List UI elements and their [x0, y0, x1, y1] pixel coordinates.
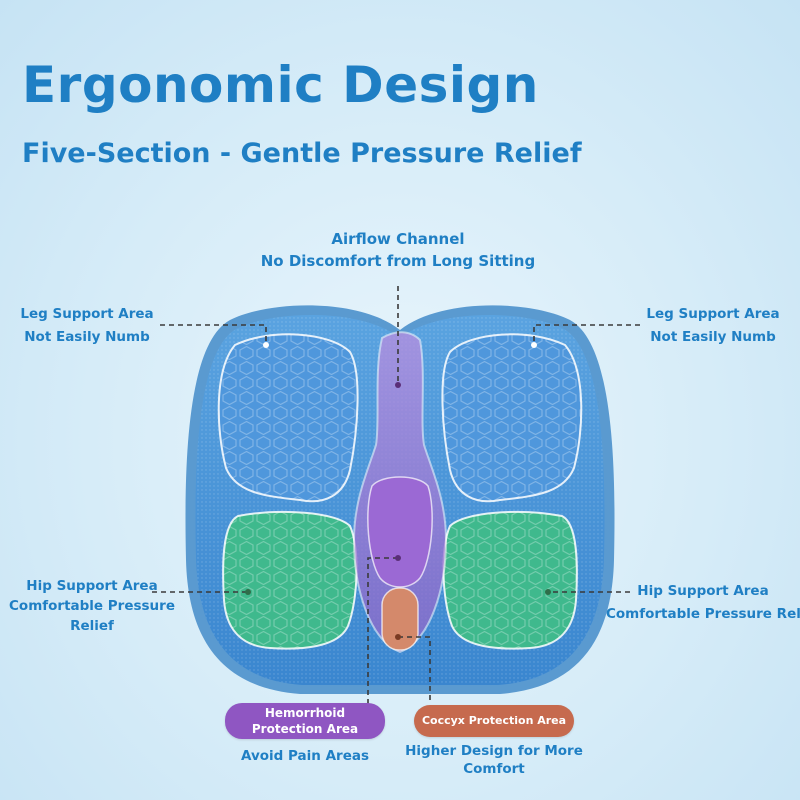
hemorrhoid-protection-badge: Hemorrhoid Protection Area: [225, 703, 385, 739]
leg-support-left-description: Not Easily Numb: [24, 329, 150, 345]
hip-support-left-title: Hip Support Area: [26, 578, 158, 594]
leader-lines: [152, 286, 640, 704]
leg-support-left-callout: Leg Support Area Not Easily Numb: [12, 303, 162, 349]
leg-support-zone-left: [217, 333, 359, 503]
coccyx-description: Higher Design for More Comfort: [405, 743, 583, 777]
leader-dots: [245, 342, 551, 640]
leg-support-left-title: Leg Support Area: [20, 306, 154, 322]
airflow-title: Airflow Channel: [331, 230, 465, 248]
hemorrhoid-leader: [367, 557, 398, 704]
hip-support-right-title: Hip Support Area: [637, 583, 769, 599]
airflow-callout: Airflow Channel No Discomfort from Long …: [250, 228, 546, 272]
coccyx-protection-zone: [381, 587, 419, 651]
hip-support-left-description: Comfortable Pressure Relief: [9, 598, 175, 634]
page-subtitle: Five-Section - Gentle Pressure Relief: [22, 138, 582, 169]
hemorrhoid-protection-zone: [367, 476, 433, 588]
hip-support-right-description: Comfortable Pressure Relief: [606, 606, 800, 622]
hip-support-right-callout: Hip Support Area Comfortable Pressure Re…: [606, 580, 800, 626]
hip-support-zone-right: [442, 510, 578, 650]
hip-support-left-callout: Hip Support Area Comfortable Pressure Re…: [8, 576, 176, 636]
hemorrhoid-description: Avoid Pain Areas: [240, 748, 370, 764]
airflow-description: No Discomfort from Long Sitting: [260, 252, 536, 270]
hip-support-zone-left: [222, 510, 358, 650]
leg-support-right-callout: Leg Support Area Not Easily Numb: [638, 303, 788, 349]
coccyx-leader: [398, 636, 431, 704]
leg-support-zone-right: [441, 333, 583, 503]
leg-support-right-title: Leg Support Area: [646, 306, 780, 322]
leg-left-leader: [160, 324, 267, 345]
leg-right-leader: [533, 324, 640, 345]
coccyx-protection-badge: Coccyx Protection Area: [414, 705, 574, 737]
page-title: Ergonomic Design: [22, 56, 539, 114]
leg-support-right-description: Not Easily Numb: [650, 329, 776, 345]
